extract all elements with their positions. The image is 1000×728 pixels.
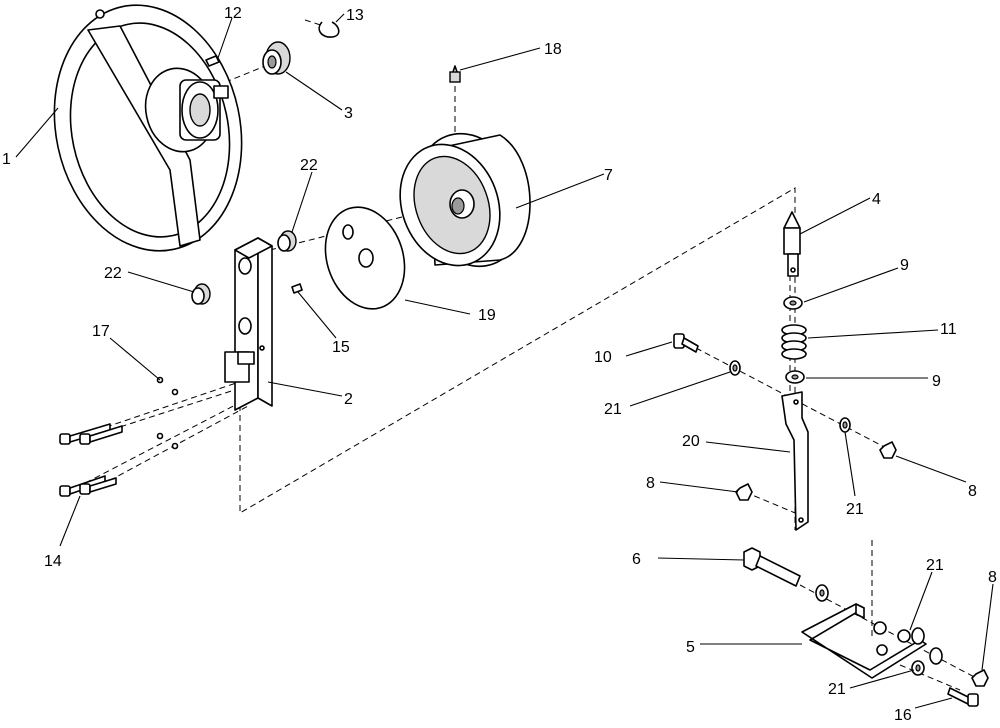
hex-bolt-part-6 [743,547,801,587]
washer-part-21-d [911,627,943,676]
callout-8-b: 8 [646,475,655,492]
callout-17: 17 [92,323,110,340]
callout-7: 7 [604,167,613,184]
callout-18: 18 [544,41,562,58]
callout-21-d: 21 [828,681,846,698]
callout-4: 4 [872,191,881,208]
bushing-part-22-lower [191,283,211,305]
nut-part-8-c [971,669,989,687]
u-bracket-part-5 [801,603,927,679]
washer-part-21-a [729,360,741,376]
callout-6: 6 [632,551,641,568]
spring-part-11 [781,324,807,360]
washer-part-21-b [839,417,851,433]
key-part-15 [291,283,303,294]
nut-part-8-a [879,441,897,459]
grease-fitting-part-18 [449,65,461,83]
pin-part-4 [783,211,801,277]
callout-21-a: 21 [604,401,622,418]
nut-part-8-b [735,483,753,501]
callout-3: 3 [344,105,353,122]
shoulder-bolt-part-10 [673,333,699,353]
callout-2: 2 [344,391,353,408]
lever-part-20 [781,391,809,531]
callout-11: 11 [940,321,957,338]
callout-22-upper: 22 [300,157,318,174]
callout-21-c: 21 [926,557,944,574]
bolt-part-16 [947,687,979,707]
bushing-part-22-upper [277,230,297,252]
bracket-part-2 [224,237,273,411]
bolts-part-14 [59,423,123,497]
disc-part-19 [324,206,406,310]
callout-5: 5 [686,639,695,656]
callout-1: 1 [2,151,11,168]
gear-part-3 [262,41,291,75]
callout-22-lower: 22 [104,265,122,282]
washer-part-9-lower [785,370,805,384]
callout-8-a: 8 [968,483,977,500]
retaining-ring-part-13 [318,21,340,38]
callout-15: 15 [332,339,350,356]
callout-8-c: 8 [988,569,997,586]
callout-19: 19 [478,307,496,324]
callout-labels: 1 12 13 3 18 7 22 22 17 15 19 2 14 4 9 1… [2,5,997,724]
callout-9-lower: 9 [932,373,941,390]
callout-20: 20 [682,433,700,450]
callout-10: 10 [594,349,612,366]
washers-part-17 [156,376,179,450]
drum-part-7 [399,132,531,268]
callout-12: 12 [224,5,242,22]
callout-14: 14 [44,553,62,570]
callout-21-b: 21 [846,501,864,518]
washer-part-21-c [815,584,829,602]
key-part-12 [205,55,220,67]
leader-lines [15,13,994,709]
callout-9-upper: 9 [900,257,909,274]
washer-part-9-upper [783,296,803,310]
callout-13: 13 [346,7,364,24]
handwheel-part-1 [53,4,243,252]
callout-16: 16 [894,707,912,724]
